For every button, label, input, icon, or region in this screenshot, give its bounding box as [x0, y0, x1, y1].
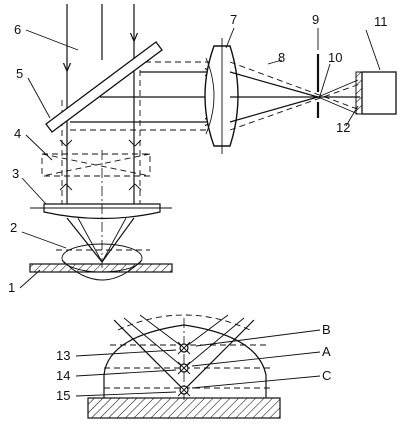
reflected-beams	[70, 61, 212, 131]
objective-lens	[30, 150, 172, 270]
label-10: 10	[328, 50, 342, 65]
label-14: 14	[56, 368, 70, 383]
leader-lines-top	[19, 27, 381, 289]
label-12: 12	[336, 120, 350, 135]
label-A: A	[322, 344, 331, 359]
label-5: 5	[16, 66, 23, 81]
relay-lens	[204, 38, 239, 154]
substrate	[29, 263, 173, 273]
label-8: 8	[278, 50, 285, 65]
label-C: C	[322, 368, 331, 383]
label-6: 6	[14, 22, 21, 37]
label-B: B	[322, 322, 331, 337]
converging-beams	[229, 61, 361, 131]
dashed-frame	[41, 139, 151, 191]
label-13: 13	[56, 348, 70, 363]
label-7: 7	[230, 12, 237, 27]
label-2: 2	[10, 220, 17, 235]
label-3: 3	[12, 166, 19, 181]
beam-splitter-plate	[45, 41, 163, 133]
label-11: 11	[374, 14, 388, 29]
callout-labels: 6 5 4 3 2 1 7 8 9 10 11 12 13 14 15 B A …	[8, 12, 388, 403]
label-1: 1	[8, 280, 15, 295]
label-4: 4	[14, 126, 21, 141]
detector	[355, 71, 397, 115]
drop-cross-section	[75, 314, 321, 419]
label-9: 9	[312, 12, 319, 27]
label-15: 15	[56, 388, 70, 403]
